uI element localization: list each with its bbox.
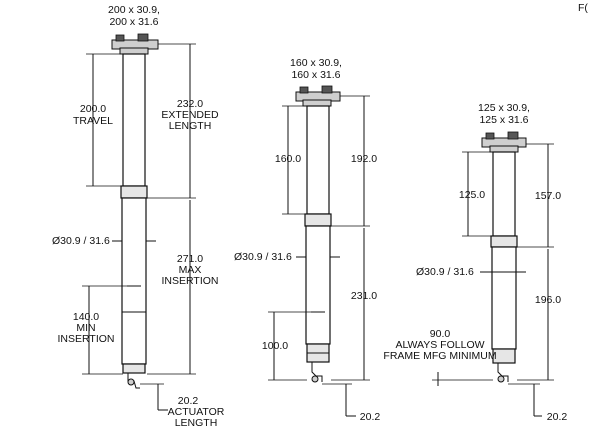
post-125-min-insertion-value: 90.0: [430, 328, 451, 340]
post-200-min-insertion-label-2: INSERTION: [58, 333, 115, 345]
post-125-max-insertion-value: 196.0: [535, 294, 561, 306]
post-200-size-line1: 200 x 30.9,: [108, 4, 160, 16]
post-125-travel-value: 125.0: [459, 189, 485, 201]
post-125-extended-value: 157.0: [535, 190, 561, 202]
post-160-upper-tube: [306, 105, 330, 215]
post-125-collar: [490, 235, 518, 248]
post-200-collar: [120, 185, 148, 199]
post-200-extended-value: 232.0: [177, 98, 203, 110]
post-200-actuator-value: 20.2: [178, 395, 199, 407]
post-125-actuator-value: 20.2: [547, 411, 568, 423]
post-160-max-insertion-value: 231.0: [351, 290, 377, 302]
post-160-extended-value: 192.0: [351, 153, 377, 165]
post-160-diameter: Ø30.9 / 31.6: [234, 251, 292, 263]
post-200-max-insertion-label-1: MAX: [179, 264, 202, 276]
post-125-lower-body: [491, 246, 517, 350]
post-200-extended-label-1: EXTENDED: [161, 109, 219, 121]
post-125-saddle-clamp: [481, 131, 527, 153]
post-200-saddle-clamp: [111, 33, 159, 55]
post-200-diameter: Ø30.9 / 31.6: [52, 235, 110, 247]
post-200-travel-label: TRAVEL: [73, 115, 113, 127]
post-200-upper-tube: [122, 53, 146, 187]
post-160-actuator-value: 20.2: [360, 411, 381, 423]
post-160-size-line1: 160 x 30.9,: [290, 57, 342, 69]
post-160-size-line2: 160 x 31.6: [291, 69, 340, 81]
post-125-min-insertion-label-2: FRAME MFG MINIMUM: [383, 350, 496, 362]
post-200-min-insertion-label-1: MIN: [76, 322, 95, 334]
post-200-max-insertion-value: 271.0: [177, 253, 203, 265]
post-125-diameter: Ø30.9 / 31.6: [416, 266, 474, 278]
post-200-size-line2: 200 x 31.6: [109, 16, 158, 28]
post-200-base: [122, 363, 146, 374]
corner-label: F(: [578, 2, 588, 14]
post-125-upper-tube: [492, 151, 516, 237]
post-160-collar: [304, 213, 332, 227]
post-125-min-insertion-label-1: ALWAYS FOLLOW: [395, 339, 484, 351]
post-200-extended-label-2: LENGTH: [169, 120, 212, 132]
post-200-min-insertion-value: 140.0: [73, 311, 99, 323]
post-125-base: [492, 348, 516, 364]
post-160: 160 x 30.9, 160 x 31.6 160.0 192.0 Ø30.9…: [234, 57, 380, 423]
post-200-actuator-label-1: ACTUATOR: [168, 406, 225, 418]
post-160-lower-body: [305, 225, 331, 345]
post-160-saddle-clamp: [295, 85, 341, 107]
post-125-size-line2: 125 x 31.6: [479, 114, 528, 126]
post-125-size-line1: 125 x 30.9,: [478, 102, 530, 114]
post-200-travel-value: 200.0: [80, 103, 106, 115]
post-200-max-insertion-label-2: INSERTION: [162, 275, 219, 287]
post-200-actuator-label-2: LENGTH: [175, 417, 218, 429]
post-200-lower-body: [121, 197, 147, 365]
post-125: 125 x 30.9, 125 x 31.6 125.0 157.0 Ø30.9…: [383, 102, 567, 423]
post-160-travel-value: 160.0: [275, 153, 301, 165]
post-200: 200 x 30.9, 200 x 31.6 200.0 TRAVEL 23: [52, 4, 225, 429]
post-160-min-insertion-value: 100.0: [262, 340, 288, 352]
